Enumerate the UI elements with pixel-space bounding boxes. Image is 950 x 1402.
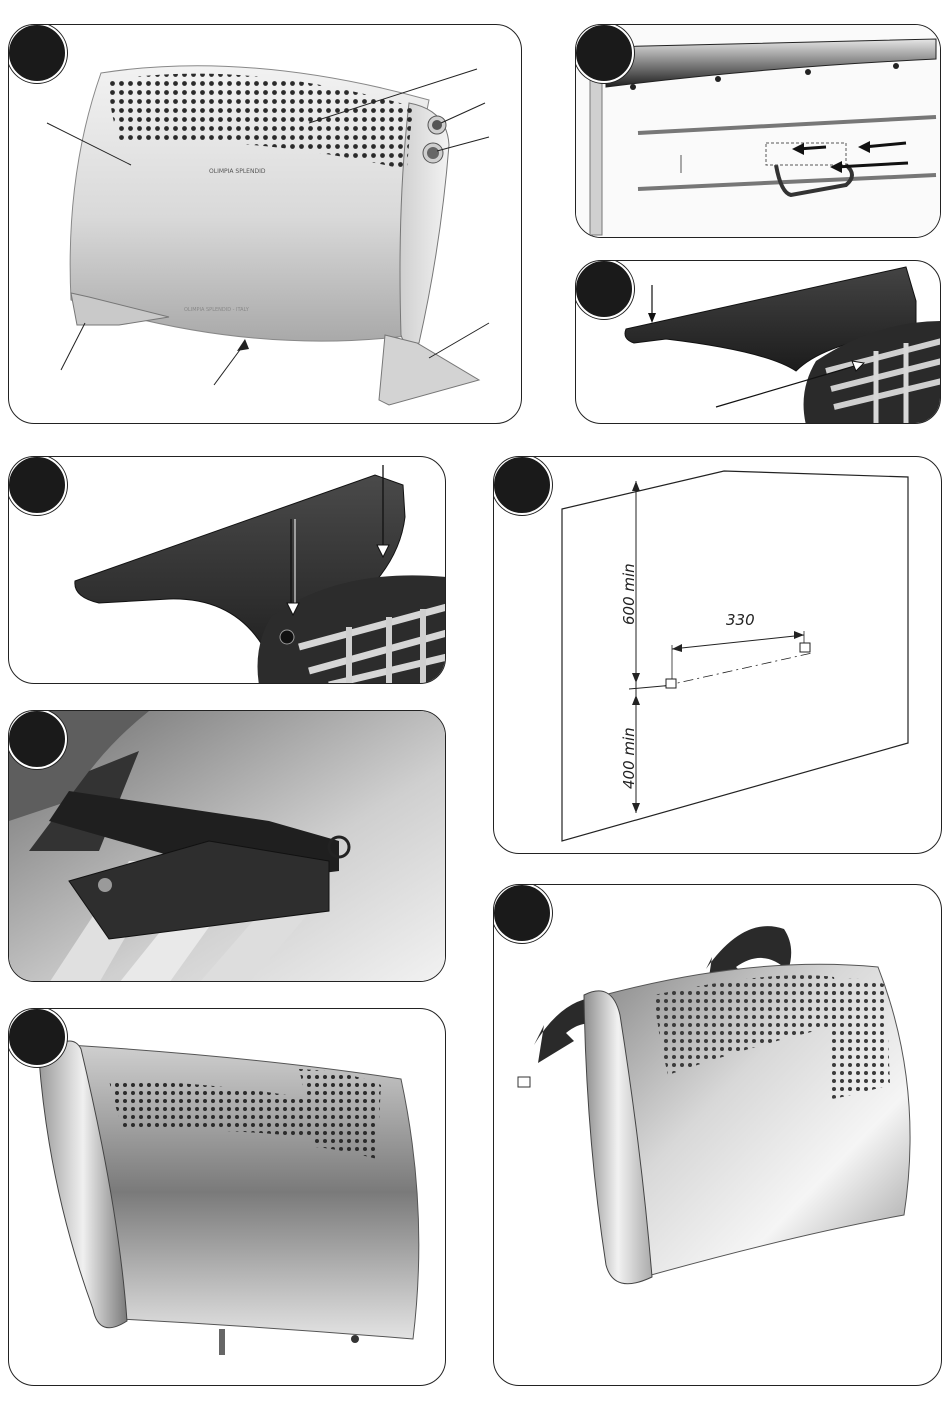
heater-hanging-illustration [494,885,942,1386]
dimension-400-min: 400 min [620,727,638,789]
panel-bracket-rail [575,24,941,238]
heater-overview-illustration: OLIMPIA SPLENDID OLIMPIA SPLENDID - ITAL… [9,25,522,424]
step-badge-7 [8,1008,67,1067]
wall-dimensions-diagram: 600 min 400 min 330 [494,457,942,854]
step-badge-5 [8,710,67,769]
step-badge-4 [8,456,67,515]
brand-mark: OLIMPIA SPLENDID [209,168,266,175]
panel-wall-dimensions: 600 min 400 min 330 [493,456,942,854]
step-badge-6 [493,456,552,515]
step-badge-2 [575,24,634,83]
panel-heater-hanging [493,884,942,1386]
dimension-330: 330 [726,611,755,629]
bracket-photo-illustration [9,711,446,982]
step-badge-3 [575,260,634,319]
made-in-mark: OLIMPIA SPLENDID - ITALY [184,307,250,313]
step-badge-1 [8,24,67,83]
step-badge-8 [493,884,552,943]
panel-foot-release [575,260,941,424]
panel-bracket-photo [8,710,446,982]
panel-heater-rear [8,1008,446,1386]
heater-rear-illustration [9,1009,446,1386]
foot-screws-illustration [9,457,446,684]
panel-foot-screws [8,456,446,684]
dimension-600-min: 600 min [620,563,638,625]
panel-heater-overview: OLIMPIA SPLENDID OLIMPIA SPLENDID - ITAL… [8,24,522,424]
